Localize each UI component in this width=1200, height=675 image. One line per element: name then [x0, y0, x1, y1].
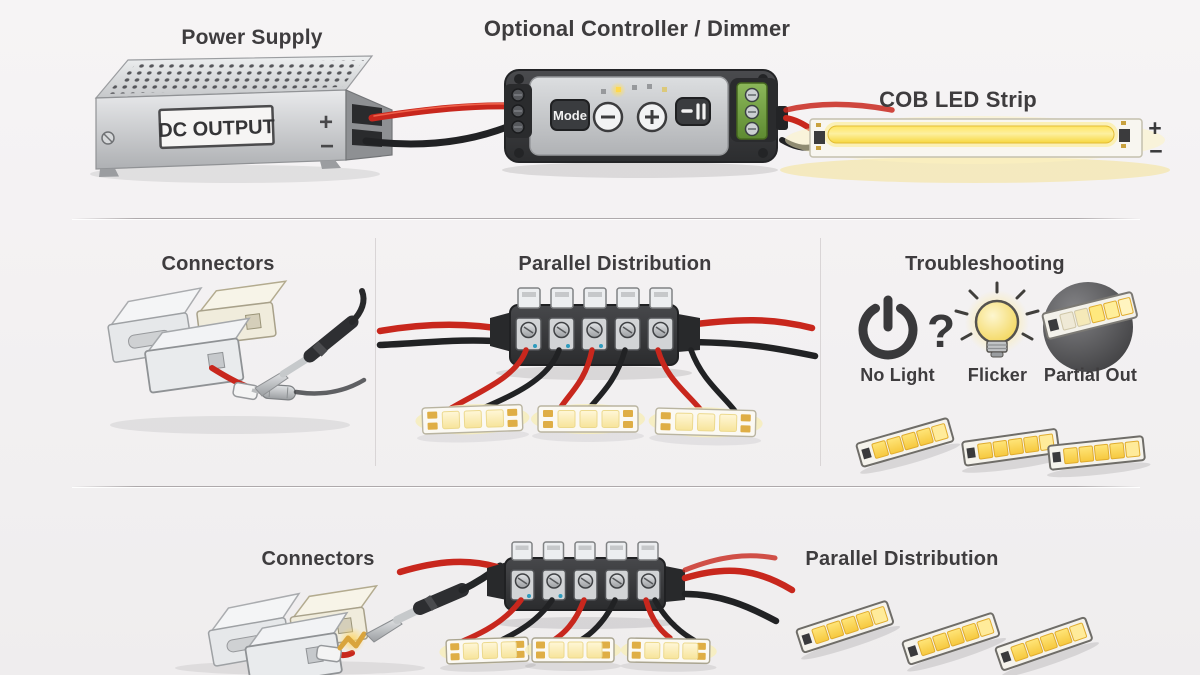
connectors-bottom-label: Connectors	[261, 548, 375, 570]
horizontal-divider-bottom	[72, 486, 1140, 487]
troubleshooting-label: Troubleshooting	[905, 253, 1065, 275]
power-supply-illustration: DC OUTPUT + −	[90, 55, 393, 183]
cob-strip-illustration: + −	[780, 115, 1170, 183]
connectors-illustration	[107, 280, 367, 434]
pause-button	[675, 97, 711, 126]
controller-illustration: Mode	[502, 69, 788, 178]
partial-out-label: Partial Out	[1043, 365, 1138, 385]
connectors-bottom-illustration	[175, 558, 504, 675]
power-supply-label: Power Supply	[181, 26, 323, 49]
flicker-label: Flicker	[967, 365, 1028, 385]
partial-strip-icon	[1041, 282, 1138, 372]
bulb-icon	[954, 281, 1040, 358]
green-terminal-block	[730, 78, 788, 142]
mode-button-label: Mode	[553, 108, 587, 123]
cob-strip-label: COB LED Strip	[879, 87, 1037, 112]
vertical-divider-left	[375, 238, 376, 466]
no-light-label: No Light	[860, 365, 935, 385]
middle-row-illustration: ?	[107, 280, 1153, 482]
controller-label: Optional Controller / Dimmer	[483, 16, 791, 41]
connectors-mid-label: Connectors	[161, 253, 275, 275]
strip-minus-label: −	[1149, 138, 1162, 164]
right-feed-wires	[681, 553, 796, 625]
brightness-up-button	[636, 101, 668, 133]
branch-wires	[447, 347, 738, 416]
troubleshooting-illustration: ?	[851, 281, 1153, 482]
soldering-iron	[254, 288, 367, 397]
parallel-distribution-illustration	[376, 287, 819, 448]
led-indicators	[601, 82, 667, 98]
distribution-block-bottom-clips	[511, 541, 659, 561]
horizontal-divider-top	[72, 218, 1140, 219]
controller-left-terminal	[504, 84, 532, 138]
ps-minus-label: −	[320, 133, 334, 160]
top-row-illustration: DC OUTPUT + −	[90, 55, 1170, 183]
brightness-down-button	[592, 101, 624, 133]
power-icon	[858, 295, 918, 360]
parallel-mid-label: Parallel Distribution	[518, 253, 712, 275]
distribution-block-bottom-terminals	[510, 569, 661, 601]
distribution-block-terminals	[515, 317, 674, 351]
strip-plus-label: +	[1148, 115, 1161, 141]
question-mark: ?	[927, 305, 955, 357]
distribution-block-clips	[517, 287, 673, 309]
mode-button: Mode	[550, 99, 590, 131]
ps-to-controller-wires	[362, 102, 516, 148]
bottom-row-illustration	[175, 541, 1102, 675]
parallel-distribution-bottom-illustration	[438, 541, 1102, 675]
ps-plus-label: +	[319, 109, 333, 136]
parallel-bottom-label: Parallel Distribution	[805, 548, 999, 570]
dc-output-label: DC OUTPUT	[158, 116, 275, 142]
vertical-divider-right	[820, 238, 821, 466]
dc-output-plate: DC OUTPUT	[158, 104, 275, 150]
